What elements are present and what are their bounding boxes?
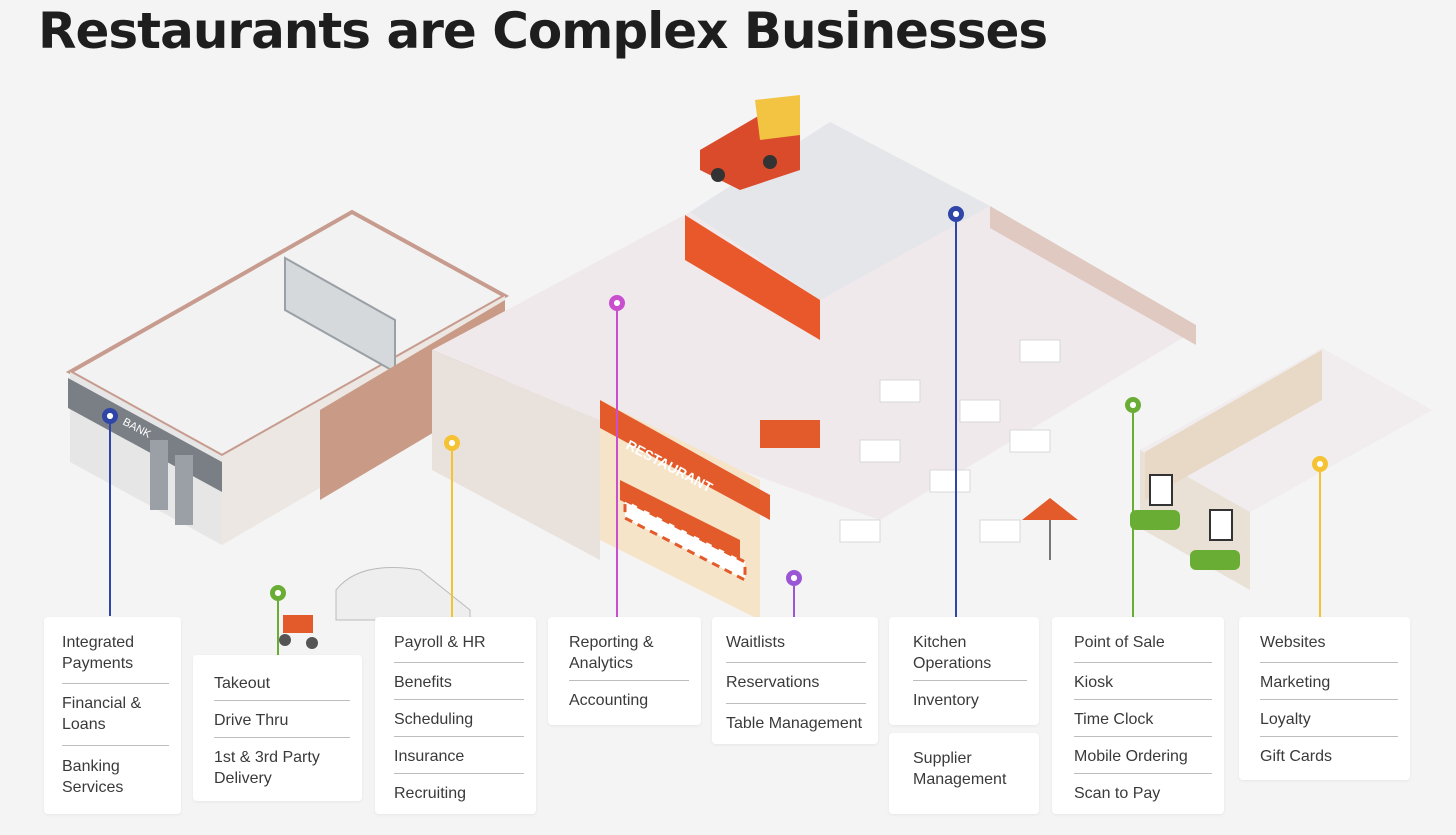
list-item: Kitchen Operations (913, 632, 1027, 681)
list-item: Kiosk (1074, 663, 1212, 700)
list-item: Scan to Pay (1074, 785, 1161, 802)
list-item: Time Clock (1074, 700, 1212, 737)
list-item: Financial & Loans (62, 684, 169, 746)
list-item: Point of Sale (1074, 632, 1212, 663)
pin-icon (1312, 456, 1328, 472)
list-item: Gift Cards (1260, 748, 1333, 765)
card-supplier: Supplier Management (889, 733, 1039, 814)
connector-line (277, 601, 279, 655)
list-item: Websites (1260, 632, 1398, 663)
card-payments: Integrated Payments Financial & Loans Ba… (44, 617, 181, 814)
connector-line (955, 222, 957, 617)
list-item: Payroll & HR (394, 632, 524, 663)
list-item: Scheduling (394, 700, 524, 737)
list-item: Reservations (726, 663, 866, 704)
card-kitchen: Kitchen Operations Inventory (889, 617, 1039, 725)
pin-icon (786, 570, 802, 586)
list-item: Table Management (726, 715, 863, 732)
list-item: Integrated Payments (62, 632, 169, 684)
list-item: Marketing (1260, 663, 1398, 700)
card-websites: Websites Marketing Loyalty Gift Cards (1239, 617, 1410, 780)
card-delivery: Takeout Drive Thru 1st & 3rd Party Deliv… (193, 655, 362, 801)
car (335, 567, 471, 621)
connector-line (109, 424, 111, 616)
connector-line (1132, 413, 1134, 617)
connector-line (793, 586, 795, 617)
card-payroll: Payroll & HR Benefits Scheduling Insuran… (375, 617, 536, 814)
connector-line (616, 311, 618, 617)
list-item: 1st & 3rd Party Delivery (214, 749, 320, 787)
pin-icon (1125, 397, 1141, 413)
list-item: Drive Thru (214, 701, 350, 738)
side-house (1130, 348, 1432, 590)
card-reporting: Reporting & Analytics Accounting (548, 617, 701, 725)
list-item: Inventory (913, 692, 979, 709)
list-item: Supplier Management (913, 750, 1007, 788)
connector-line (451, 451, 453, 617)
card-waitlists: Waitlists Reservations Table Management (712, 617, 878, 744)
list-item: Reporting & Analytics (569, 632, 689, 681)
pin-icon (270, 585, 286, 601)
page-title: Restaurants are Complex Businesses (38, 2, 1048, 60)
pin-icon (948, 206, 964, 222)
scooter (279, 615, 318, 649)
connector-line (1319, 472, 1321, 617)
list-item: Mobile Ordering (1074, 737, 1212, 774)
pin-icon (609, 295, 625, 311)
list-item: Recruiting (394, 785, 467, 802)
list-item: Takeout (214, 673, 350, 701)
list-item: Insurance (394, 737, 524, 774)
pin-icon (102, 408, 118, 424)
list-item: Waitlists (726, 632, 866, 663)
restaurant-building: RESTAURANT (432, 122, 1196, 620)
list-item: Accounting (569, 692, 649, 709)
delivery-truck (700, 95, 800, 190)
list-item: Benefits (394, 663, 524, 700)
list-item: Loyalty (1260, 700, 1398, 737)
list-item: Banking Services (62, 758, 124, 796)
pin-icon (444, 435, 460, 451)
card-pos: Point of Sale Kiosk Time Clock Mobile Or… (1052, 617, 1224, 814)
